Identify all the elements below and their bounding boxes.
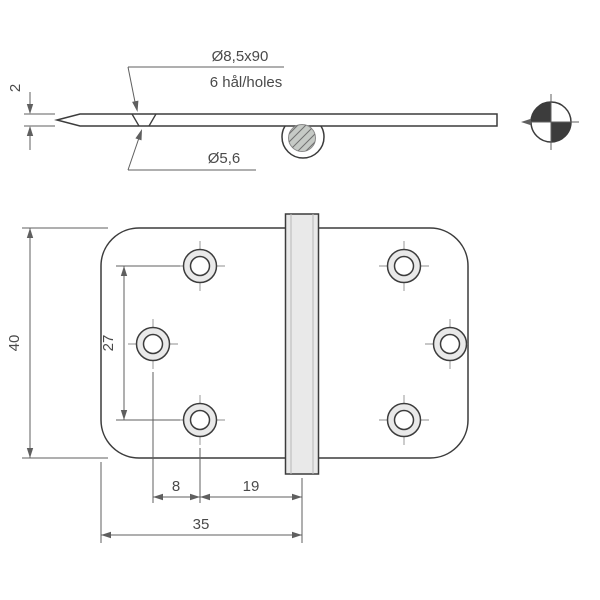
end-view-quadrant-top-left: [531, 102, 551, 122]
hole-top-right: [379, 241, 429, 291]
dim-hole-row-spacing: 27: [100, 265, 180, 421]
thickness-label: 2: [7, 84, 24, 92]
hinge-plate: [100, 227, 469, 459]
knuckle-end-view: [521, 94, 579, 150]
hole-to-hinge-center-label: 19: [243, 478, 260, 495]
hole-diameter-label: Ø5,6: [208, 150, 241, 167]
hinge-profile: [54, 113, 498, 159]
dim-overall-height: 40: [6, 227, 108, 459]
hole-bottom-right: [379, 395, 429, 445]
hole-column-offset-label: 8: [172, 478, 180, 495]
hinge-barrel: [284, 213, 320, 475]
end-view-arrow: [521, 118, 531, 126]
pin-hatching: [288, 124, 316, 152]
leader-hole-diameter: Ø5,6: [127, 129, 256, 171]
end-view-quadrant-bottom-right: [551, 122, 571, 142]
hole-middle-right: [425, 319, 468, 369]
hole-top-left: [175, 241, 225, 291]
dim-thickness: 2: [7, 84, 55, 150]
countersink-section-line-left: [131, 113, 140, 127]
side-view: 2 Ø8,5x90 6 hål/holes Ø5,6: [7, 48, 579, 171]
dim-bottom-chain: 8 19 35: [100, 372, 303, 543]
front-view: 40 27 8 19 35: [6, 213, 469, 543]
countersink-label: Ø8,5x90: [212, 48, 269, 65]
hole-bottom-left: [175, 395, 225, 445]
countersink-section-line-right: [148, 113, 157, 127]
leader-countersink: Ø8,5x90 6 hål/holes: [127, 48, 284, 112]
overall-height-label: 40: [6, 335, 23, 352]
holes-note: 6 hål/holes: [210, 74, 283, 91]
hole-row-spacing-label: 27: [100, 335, 117, 352]
hinge-leaf-profile: [54, 113, 498, 127]
leaf-width-label: 35: [193, 516, 210, 533]
hole-middle-left: [128, 319, 178, 369]
